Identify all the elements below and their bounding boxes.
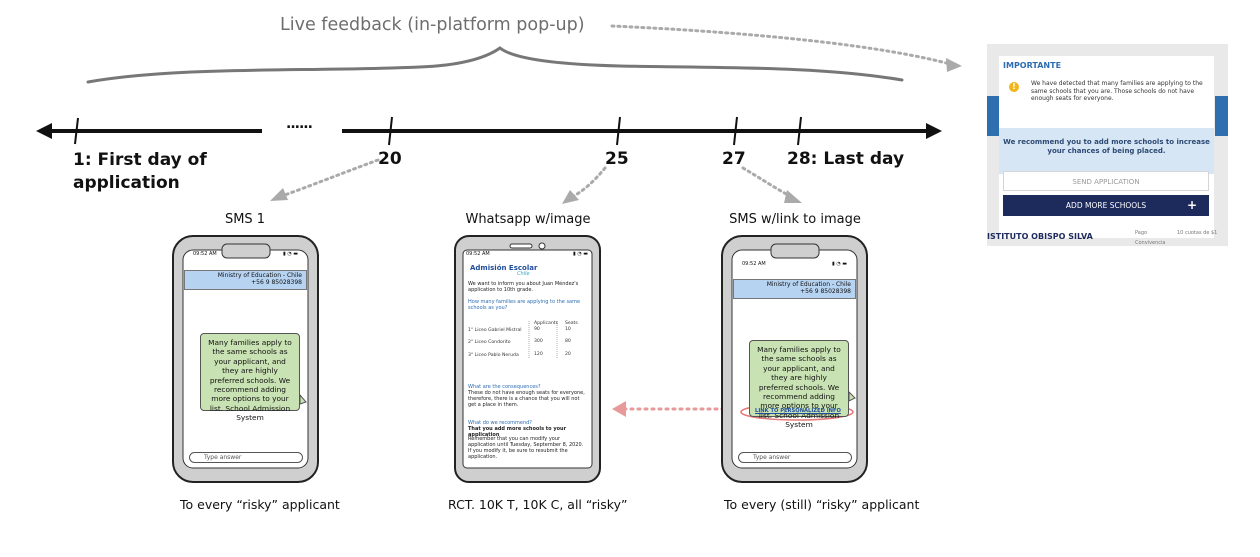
phone-2-caption: RCT. 10K T, 10K C, all “risky” [448, 497, 628, 512]
wa-question-3: What do we recommend? [468, 420, 532, 426]
table-row-school: 1° Liceo Gabriel Mistral [468, 328, 522, 333]
table-row-school: 2° Liceo Condorito [468, 340, 511, 345]
add-more-schools-label: ADD MORE SCHOOLS [1065, 201, 1147, 210]
phone-1-notch [221, 243, 271, 259]
phone-1-answer-input[interactable]: Type answer [189, 452, 303, 463]
arrow-to-sms1 [280, 158, 380, 198]
tick-day-20 [388, 116, 393, 146]
background-strip [987, 96, 999, 136]
phone-3-time: 09:52 AM [742, 261, 766, 267]
phone-2-title: Whatsapp w/image [465, 212, 591, 227]
background-strip [1215, 96, 1228, 136]
table-row-seats: 10 [565, 327, 571, 332]
phone-1-header: Ministry of Education - Chile +56 9 8502… [184, 270, 307, 290]
wa-question-1: How many families are applying to the sa… [468, 299, 581, 311]
timeline-left-arrowhead [36, 123, 52, 139]
phone-2-camera [538, 242, 546, 250]
arrow-link-to-whatsapp-head [612, 401, 626, 417]
brace [86, 46, 904, 84]
bubble-tail [299, 393, 307, 405]
popup-screenshot: IMPORTANTE ! We have detected that many … [987, 44, 1228, 246]
phone-3-status-icons: ▮ ◔ ▬ [832, 261, 848, 267]
wa-question-2: What are the consequences? [468, 384, 541, 390]
plus-icon: + [1186, 198, 1197, 212]
table-header-applicants: Applicants [534, 321, 558, 326]
day-25-label: 25 [605, 149, 629, 169]
phone-1-caption: To every “risky” applicant [180, 497, 340, 512]
brand-logo-sub: Chile [517, 271, 530, 277]
tick-day-27 [733, 116, 738, 146]
phone-1-time: 09:52 AM [193, 251, 217, 257]
background-small-text: 10 cuotas de $1 [1177, 230, 1218, 236]
phone-2-speaker [509, 243, 533, 249]
arrow-to-popup [610, 24, 952, 66]
day-27-label: 27 [722, 149, 746, 169]
background-school-name: ISTITUTO OBISPO SILVA [987, 232, 1093, 241]
table-row-seats: 80 [565, 339, 571, 344]
phone-2-screen [462, 249, 593, 469]
table-header-seats: Seats [565, 321, 578, 326]
arrow-to-sms-link [741, 166, 792, 198]
tick-day-28 [797, 116, 802, 146]
phone-3-title: SMS w/link to image [729, 212, 861, 227]
wa-answer-3: That you add more schools to your applic… [468, 426, 567, 438]
popup-title: IMPORTANTE [1003, 61, 1062, 70]
phone-1-title: SMS 1 [224, 212, 266, 227]
send-application-button[interactable]: SEND APPLICATION [1003, 171, 1209, 191]
popup-text: We have detected that many families are … [1031, 80, 1203, 103]
phone-2-status-icons: ▮ ◔ ▬ [573, 251, 589, 257]
brand-logo: Admisión Escolar [470, 264, 538, 272]
background-small-text: Convivencia [1135, 240, 1166, 246]
table-row-applicants: 120 [534, 352, 543, 357]
bubble-tail [848, 390, 856, 402]
timeline-ellipsis: ...... [286, 116, 313, 132]
background-small-text: Pago [1135, 230, 1148, 236]
phone-1-message-bubble: Many families apply to the same schools … [200, 333, 300, 422]
phone-3-notch [770, 243, 820, 259]
phone-3-caption: To every (still) “risky” applicant [724, 497, 920, 512]
popup-recommendation: We recommend you to add more schools to … [999, 128, 1214, 174]
phone-3-answer-input[interactable]: Type answer [738, 452, 852, 463]
arrow-to-popup-head [946, 58, 962, 72]
phone-2-time: 09:52 AM [466, 251, 490, 257]
arrow-to-sms1-head [270, 188, 288, 201]
warning-icon: ! [1009, 82, 1019, 92]
phone-3-message-bubble: Many families apply to the same schools … [749, 340, 849, 429]
phone-3-message-text: Many families apply to the same schools … [757, 345, 841, 430]
phone-3-header: Ministry of Education - Chile +56 9 8502… [733, 279, 856, 299]
timeline-right-arrowhead [926, 123, 942, 139]
table-row-applicants: 90 [534, 327, 540, 332]
day-20-label: 20 [378, 149, 402, 169]
wa-intro: We want to inform you about Juan Méndez'… [468, 281, 579, 293]
wa-footer: Remember that you can modify your applic… [468, 436, 584, 460]
tick-day-25 [616, 116, 621, 146]
table-row-seats: 20 [565, 352, 571, 357]
table-row-applicants: 300 [534, 339, 543, 344]
arrow-to-whatsapp-head [562, 190, 579, 204]
add-more-schools-button[interactable]: ADD MORE SCHOOLS + [1003, 195, 1209, 216]
phone-1-status-icons: ▮ ◔ ▬ [283, 251, 299, 257]
day-1-label: 1: First day of application [73, 150, 207, 193]
top-label: Live feedback (in-platform pop-up) [280, 15, 585, 35]
personalized-info-link[interactable]: LINK TO PERSONALIZED INFO [755, 408, 841, 414]
arrow-to-whatsapp [570, 166, 607, 199]
day-28-label: 28: Last day [787, 149, 905, 169]
tick-day-1 [74, 117, 79, 145]
arrow-to-sms-link-head [784, 190, 802, 203]
wa-answer-2: These do not have enough seats for every… [468, 390, 585, 408]
table-row-school: 3° Liceo Pablo Neruda [468, 353, 519, 358]
